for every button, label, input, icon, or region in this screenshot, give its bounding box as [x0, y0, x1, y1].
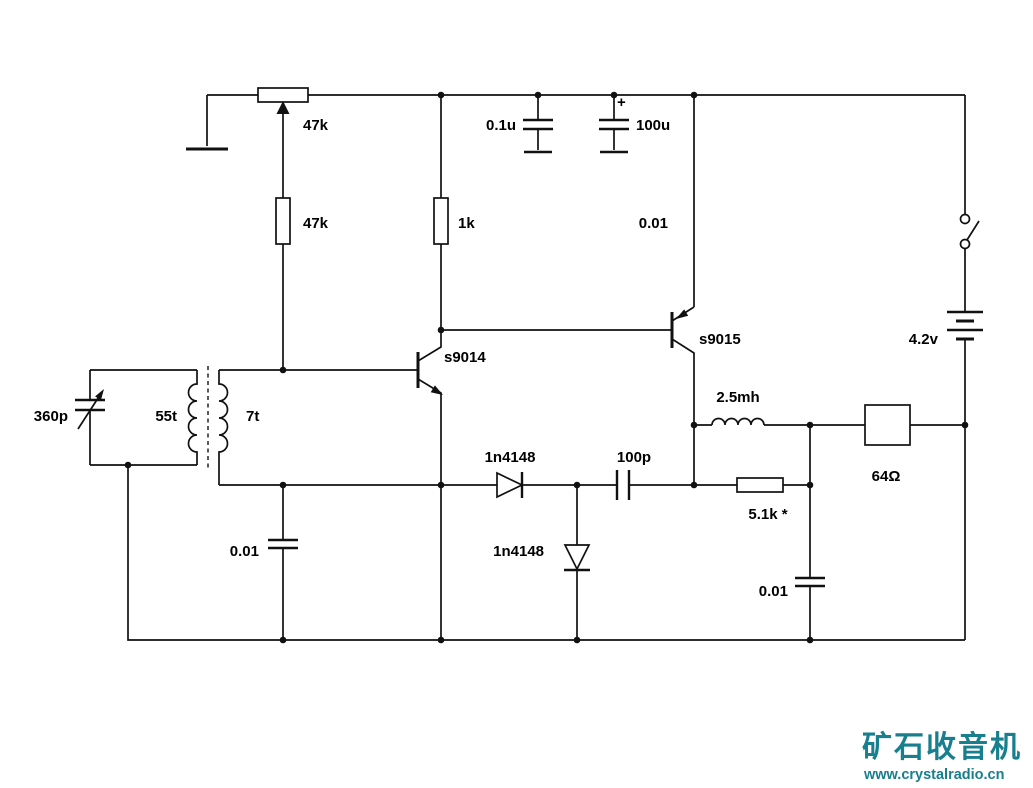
battery-4.2v [947, 310, 983, 341]
transistor-s9014 [416, 352, 443, 395]
junction-dots [124, 91, 969, 644]
filter-cap2-label: 100u [636, 117, 670, 134]
tuning-cap-label: 360p [34, 408, 68, 425]
transistor-q2-label: s9015 [699, 331, 741, 348]
primary-coil-label: 55t [155, 408, 177, 425]
electrolytic-plus-sign: + [617, 94, 626, 111]
resistor-47k [275, 197, 291, 245]
capacitor-100u [599, 118, 629, 154]
secondary-coil-label: 7t [246, 408, 259, 425]
inductor-2.5mh [711, 417, 765, 426]
transformer-coil-55t [187, 370, 198, 465]
feedback-resistor-label: 5.1k * [748, 506, 787, 523]
transformer-coil-7t [218, 370, 229, 485]
watermark-url: www.crystalradio.cn [863, 767, 1004, 783]
speaker-label: 64Ω [872, 468, 901, 485]
power-switch [959, 213, 980, 250]
rail-cap-label: 0.01 [639, 215, 668, 232]
filter-cap1-label: 0.1u [486, 117, 516, 134]
speaker-64ohm [864, 404, 911, 446]
variable-capacitor-360p [75, 389, 105, 430]
pot-label: 47k [303, 117, 329, 134]
diode2-label: 1n4148 [493, 543, 544, 560]
transistor-s9015 [670, 309, 689, 348]
capacitor-100p [615, 470, 631, 500]
component-labels: 47k 47k 1k 0.1u 100u + 0.01 s9014 s9015 … [34, 94, 939, 600]
bias-resistor-label: 47k [303, 215, 329, 232]
bypass-cap-label: 0.01 [230, 543, 259, 560]
resistor-5.1k [736, 477, 784, 493]
capacitor-0.01-bypass [268, 538, 298, 550]
coupling-cap-label: 100p [617, 449, 651, 466]
diode-1n4148-shunt [563, 544, 591, 572]
potentiometer-47k [257, 87, 309, 114]
battery-label: 4.2v [909, 331, 939, 348]
output-cap-label: 0.01 [759, 583, 788, 600]
resistor-1k [433, 197, 449, 245]
load-resistor-label: 1k [458, 215, 475, 232]
capacitor-0.01-output [795, 576, 825, 588]
capacitor-0.1u [523, 118, 553, 154]
choke-label: 2.5mh [716, 389, 759, 406]
diode-1n4148-series [496, 471, 524, 499]
diode1-label: 1n4148 [485, 449, 536, 466]
watermark-title: 矿石收音机 [862, 730, 1022, 765]
wires [89, 94, 966, 641]
watermark: 矿石收音机 www.crystalradio.cn [862, 730, 1022, 783]
transistor-q1-label: s9014 [444, 349, 486, 366]
